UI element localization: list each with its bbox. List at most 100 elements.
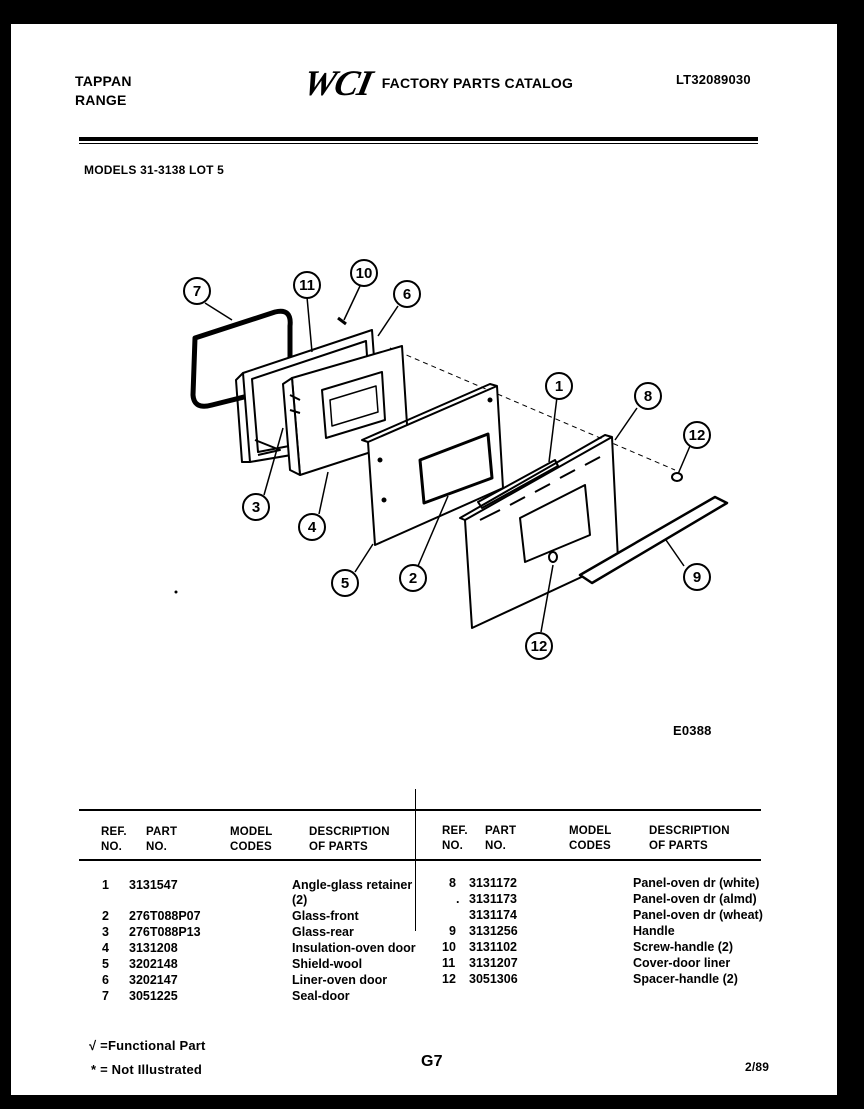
table-cell-ref: 10: [442, 940, 456, 954]
callout-5: 5: [331, 569, 359, 597]
svg-text:7: 7: [193, 283, 201, 300]
handle-spacer-part: [671, 472, 683, 482]
svg-text:12: 12: [531, 638, 548, 655]
table-cell-ref: .: [456, 892, 460, 906]
table-cell-desc: Panel-oven dr (almd): [633, 892, 757, 906]
table-cell-desc: Glass-front: [292, 909, 359, 923]
svg-text:3: 3: [252, 499, 260, 516]
callout-6: 6: [393, 280, 421, 308]
catalog-title: FACTORY PARTS CATALOG: [381, 75, 574, 91]
callout-12: 12: [683, 421, 711, 449]
models-line: MODELS 31-3138 LOT 5: [84, 163, 225, 177]
svg-text:11: 11: [299, 277, 315, 294]
svg-text:5: 5: [341, 575, 349, 592]
table-cell-part: 3202148: [129, 957, 178, 971]
door-handle-part: [578, 495, 729, 585]
table-cell-ref: 11: [442, 956, 456, 970]
table-cell-desc: Spacer-handle (2): [633, 972, 738, 986]
outer-door-panel-part: [459, 434, 619, 629]
table-cell-part: 3051306: [469, 972, 518, 986]
table-cell-ref: 6: [102, 973, 109, 987]
table-cell-desc: Liner-oven door: [292, 973, 388, 987]
callout-2: 2: [399, 564, 427, 592]
callout-4: 4: [298, 513, 326, 541]
callout-9: 9: [683, 563, 711, 591]
svg-text:4: 4: [308, 519, 317, 536]
table-cell-ref: 5: [102, 957, 109, 971]
catalog-sheet: [11, 24, 837, 1095]
table-cell-part: 3131208: [129, 941, 178, 955]
callout-markers: 7 11 10 6 1 8 12 3 4 5 2 9 12: [183, 259, 711, 660]
svg-text:10: 10: [356, 265, 373, 282]
brand-label: TAPPAN RANGE: [75, 72, 132, 110]
svg-text:8: 8: [644, 388, 652, 405]
table-cell-desc: Glass-rear: [292, 925, 354, 939]
table-cell-part: 3131256: [469, 924, 518, 938]
table-cell-ref: 7: [102, 989, 109, 1003]
table-cell-desc: Panel-oven dr (white): [633, 876, 760, 890]
page-number: G7: [421, 1053, 443, 1070]
table-cell-ref: 2: [102, 909, 109, 923]
table-cell-ref: 9: [449, 924, 456, 938]
svg-text:2: 2: [409, 570, 417, 587]
callout-3: 3: [242, 493, 270, 521]
header-rule-thin: [79, 143, 758, 144]
not-illustrated-note: * = Not Illustrated: [91, 1062, 203, 1077]
table-cell-desc: Panel-oven dr (wheat): [633, 908, 763, 922]
table-cell-part: 276T088P07: [129, 909, 201, 923]
table-top-rule: [79, 809, 761, 811]
revision-date: 2/89: [745, 1060, 770, 1074]
catalog-code: LT32089030: [676, 72, 751, 87]
handle-screw-part: [337, 316, 347, 326]
functional-part-note: √ =Functional Part: [89, 1038, 206, 1053]
table-cell-part: 3131174: [469, 908, 517, 922]
table-cell-desc: Cover-door liner: [633, 956, 731, 970]
table-cell-part: 276T088P13: [129, 925, 201, 939]
callout-10: 10: [350, 259, 378, 287]
table-cell-ref: 3: [102, 925, 109, 939]
table-cell-ref: 1: [102, 878, 109, 892]
svg-text:6: 6: [403, 286, 411, 303]
drawing-code: E0388: [673, 723, 712, 738]
svg-text:1: 1: [555, 378, 563, 395]
table-cell-part: 3131173: [469, 892, 517, 906]
table-cell-part: 3131547: [129, 878, 178, 892]
table-cell-desc: (2): [292, 893, 308, 907]
brand-line-1: TAPPAN: [75, 73, 132, 89]
table-cell-ref: 12: [442, 972, 456, 986]
svg-text:12: 12: [689, 427, 706, 444]
stray-dot: [174, 590, 178, 594]
table-cell-part: 3131207: [469, 956, 518, 970]
table-cell-part: 3131102: [469, 940, 517, 954]
catalog-heading: WCI FACTORY PARTS CATALOG: [300, 62, 574, 104]
header-ref: REF.NO.: [101, 826, 127, 853]
table-divider: [415, 789, 416, 931]
callout-1: 1: [545, 372, 573, 400]
svg-text:9: 9: [693, 569, 701, 586]
table-cell-desc: Insulation-oven door: [292, 941, 416, 955]
table-cell-part: 3131172: [469, 876, 517, 890]
callout-12: 12: [525, 632, 553, 660]
assembly-axis: [389, 347, 676, 471]
callout-7: 7: [183, 277, 211, 305]
table-cell-desc: Angle-glass retainer: [292, 878, 413, 892]
table-cell-ref: 8: [449, 876, 456, 890]
callout-11: 11: [293, 271, 321, 299]
table-cell-ref: 4: [102, 941, 109, 955]
table-cell-part: 3202147: [129, 973, 178, 987]
table-cell-desc: Shield-wool: [292, 957, 363, 971]
table-cell-desc: Seal-door: [292, 989, 350, 1003]
table-header-rule: [79, 859, 761, 861]
handle-spacer-part: [548, 551, 558, 563]
callout-8: 8: [634, 382, 662, 410]
table-cell-part: 3051225: [129, 989, 178, 1003]
header-ref-right: REF.NO.: [442, 825, 468, 852]
leader-lines: [204, 285, 691, 633]
